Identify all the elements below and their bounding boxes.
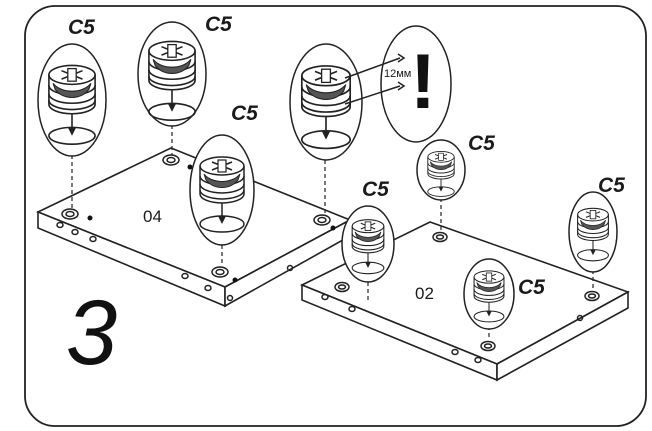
cam-bubble-4 xyxy=(289,43,363,161)
exclamation-mark: ! xyxy=(410,37,436,125)
cam-bubble-8 xyxy=(463,258,515,330)
step-number: 3 xyxy=(66,282,117,384)
warning-callout: 12мм ! xyxy=(344,25,452,143)
part-label-7: C5 xyxy=(518,276,545,299)
cam-bubble-2 xyxy=(137,21,207,127)
part-label-6: C5 xyxy=(598,174,625,197)
cam-bubble-7 xyxy=(568,191,618,273)
part-label-2: C5 xyxy=(205,13,232,36)
panel-label-02: 02 xyxy=(415,284,434,303)
cam-bubble-3 xyxy=(189,134,255,246)
part-label-3: C5 xyxy=(231,102,258,125)
cam-bubble-5 xyxy=(341,205,395,283)
part-label-1: C5 xyxy=(68,16,95,39)
part-label-4: C5 xyxy=(362,178,389,201)
panel-label-04: 04 xyxy=(143,207,162,226)
part-label-5: C5 xyxy=(468,132,495,155)
cam-bubble-6 xyxy=(416,139,466,201)
cam-bubble-1 xyxy=(37,43,107,157)
measure-label: 12мм xyxy=(384,68,411,80)
